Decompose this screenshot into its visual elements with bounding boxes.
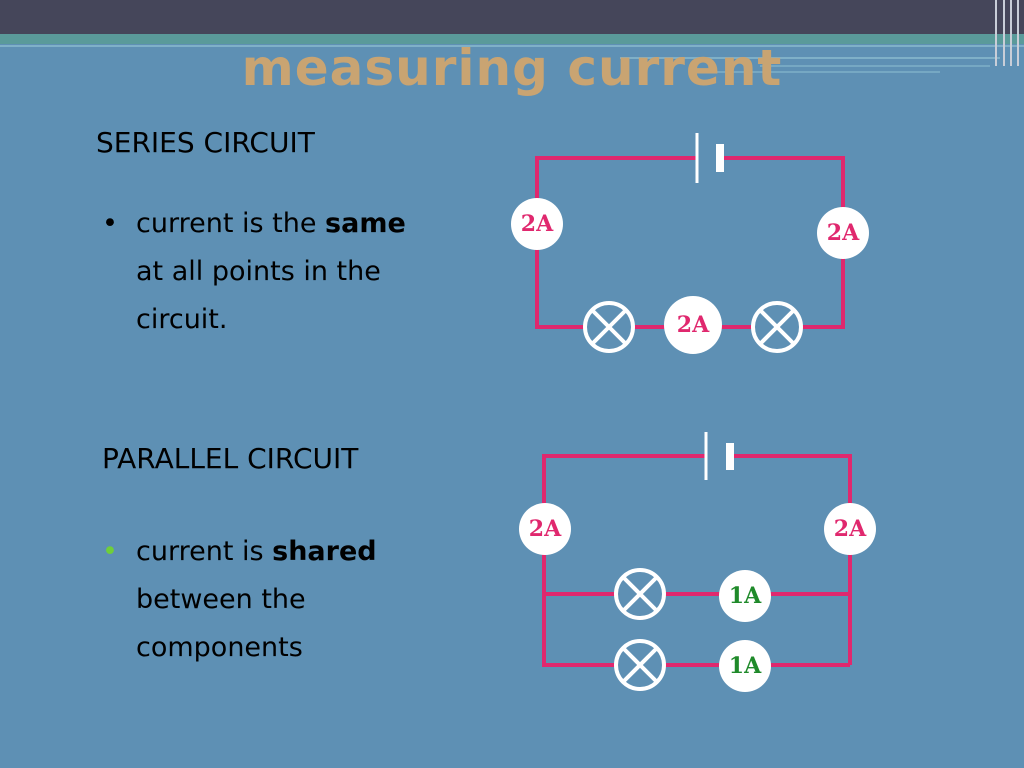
parallel-text-bold: shared [272, 536, 377, 567]
series-line-3: circuit. [136, 304, 228, 335]
ammeter-parallel-right: 2A [824, 503, 876, 555]
ammeter-series-bottom: 2A [664, 296, 722, 354]
series-text-bold: same [325, 208, 406, 239]
series-heading: SERIES CIRCUIT [96, 126, 315, 159]
parallel-description: • current is shared between the component… [102, 528, 377, 672]
ammeter-icon [719, 640, 771, 692]
battery-icon [704, 432, 734, 480]
series-description: • current is the same at all points in th… [102, 200, 406, 344]
ammeter-icon [664, 296, 722, 354]
parallel-text-plain: current is [136, 536, 273, 567]
parallel-heading: PARALLEL CIRCUIT [102, 442, 359, 475]
ammeter-icon [519, 503, 571, 555]
series-text-plain: current is the [136, 208, 326, 239]
series-line-2: at all points in the [136, 256, 381, 287]
parallel-line-2: between the [136, 584, 306, 615]
ammeter-reading: 1A [729, 583, 762, 609]
top-bar [0, 0, 1024, 34]
parallel-line-3: components [136, 632, 303, 663]
ammeter-reading: 1A [729, 653, 762, 679]
ammeter-parallel-left: 2A [519, 503, 571, 555]
series-line-1: • current is the same [102, 200, 406, 248]
battery-icon [695, 133, 724, 183]
series-circuit: 2A 2A 2A [511, 133, 869, 354]
bullet-icon: • [102, 208, 118, 239]
bullet-icon: • [102, 536, 118, 567]
parallel-circuit: 2A 2A 1A 1A [519, 432, 876, 692]
ammeter-icon [817, 207, 869, 259]
ammeter-icon [719, 570, 771, 622]
parallel-wires [542, 454, 852, 667]
ammeter-reading: 2A [827, 220, 860, 246]
decorative-band [0, 34, 1024, 44]
ammeter-parallel-branch-2: 1A [719, 640, 771, 692]
ammeter-icon [511, 198, 563, 250]
lamp-icon [614, 639, 666, 691]
ammeter-icon [824, 503, 876, 555]
lamp-icon [751, 301, 803, 353]
ammeter-reading: 2A [677, 312, 710, 338]
ammeter-reading: 2A [521, 211, 554, 237]
ammeter-reading: 2A [834, 516, 867, 542]
ammeter-reading: 2A [529, 516, 562, 542]
lamp-icon [614, 568, 666, 620]
ammeter-parallel-branch-1: 1A [719, 570, 771, 622]
parallel-line-1: • current is shared [102, 528, 377, 576]
ammeter-series-right: 2A [817, 207, 869, 259]
slide-title: measuring current [241, 39, 783, 97]
ammeter-series-left: 2A [511, 198, 563, 250]
lamp-icon [583, 301, 635, 353]
